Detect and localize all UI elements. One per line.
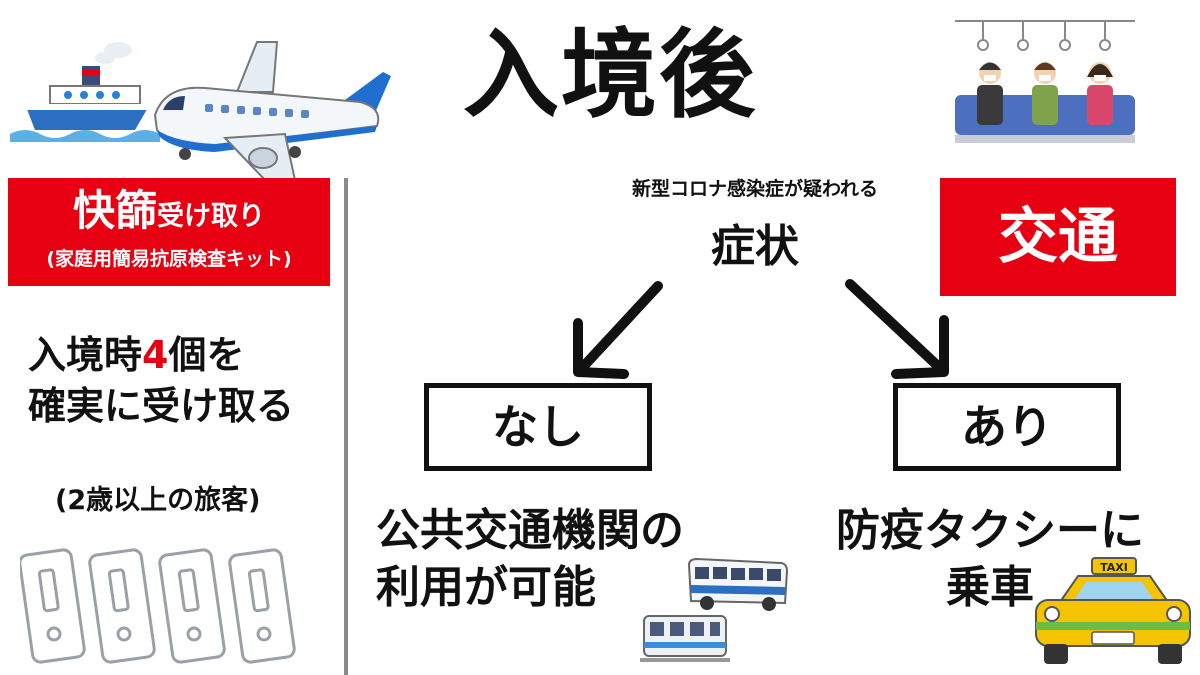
bus-illustration bbox=[687, 557, 789, 611]
kit-instruction-line1: 入境時4個を bbox=[28, 330, 338, 381]
age-note: (2歳以上の旅客) bbox=[55, 485, 261, 516]
result-yes-line1: 防疫タクシーに bbox=[836, 505, 1144, 556]
arrow-down-left-icon bbox=[573, 281, 663, 379]
result-yes-text: 防疫タクシーに 乗車 bbox=[800, 502, 1180, 616]
kit-subtitle: (家庭用簡易抗原検査キット) bbox=[46, 248, 292, 271]
question-heading: 症状 bbox=[711, 221, 799, 272]
result-yes-line2: 乗車 bbox=[946, 562, 1034, 614]
transport-label: 交通 bbox=[940, 178, 1176, 296]
answer-no-box: なし bbox=[424, 383, 652, 471]
taxi-illustration: TAXI bbox=[1035, 557, 1191, 664]
arrow-down-right-icon bbox=[845, 279, 949, 379]
kit-instruction-line2: 確実に受け取る bbox=[28, 384, 295, 429]
page-title: 入境後 bbox=[463, 19, 757, 131]
result-no-text: 公共交通機関の 利用が可能 bbox=[376, 502, 736, 616]
train-passengers-illustration bbox=[955, 20, 1135, 143]
kit-title: 快篩受け取り bbox=[8, 186, 330, 235]
line1-prefix: 入境時 bbox=[28, 333, 143, 377]
airplane-illustration bbox=[153, 41, 391, 181]
taxi-sign-text: TAXI bbox=[1100, 561, 1128, 574]
result-no-line2: 利用が可能 bbox=[376, 562, 596, 614]
line1-suffix: 個を bbox=[168, 333, 245, 377]
test-kit-receipt-box: 快篩受け取り (家庭用簡易抗原検査キット) bbox=[8, 178, 330, 286]
kit-count: 4 bbox=[142, 333, 169, 377]
kit-instruction: 入境時4個を 確実に受け取る bbox=[28, 330, 338, 433]
test-kit-illustration bbox=[20, 548, 296, 664]
result-no-line1: 公共交通機関の bbox=[376, 505, 684, 556]
ship-illustration bbox=[10, 42, 160, 142]
kit-title-suffix: 受け取り bbox=[157, 201, 265, 232]
vertical-divider bbox=[344, 178, 348, 675]
kit-title-main: 快篩 bbox=[72, 186, 157, 235]
question-text: 新型コロナ感染症が疑われる bbox=[631, 178, 879, 200]
train-illustration bbox=[640, 615, 730, 662]
answer-yes-box: あり bbox=[893, 383, 1121, 471]
